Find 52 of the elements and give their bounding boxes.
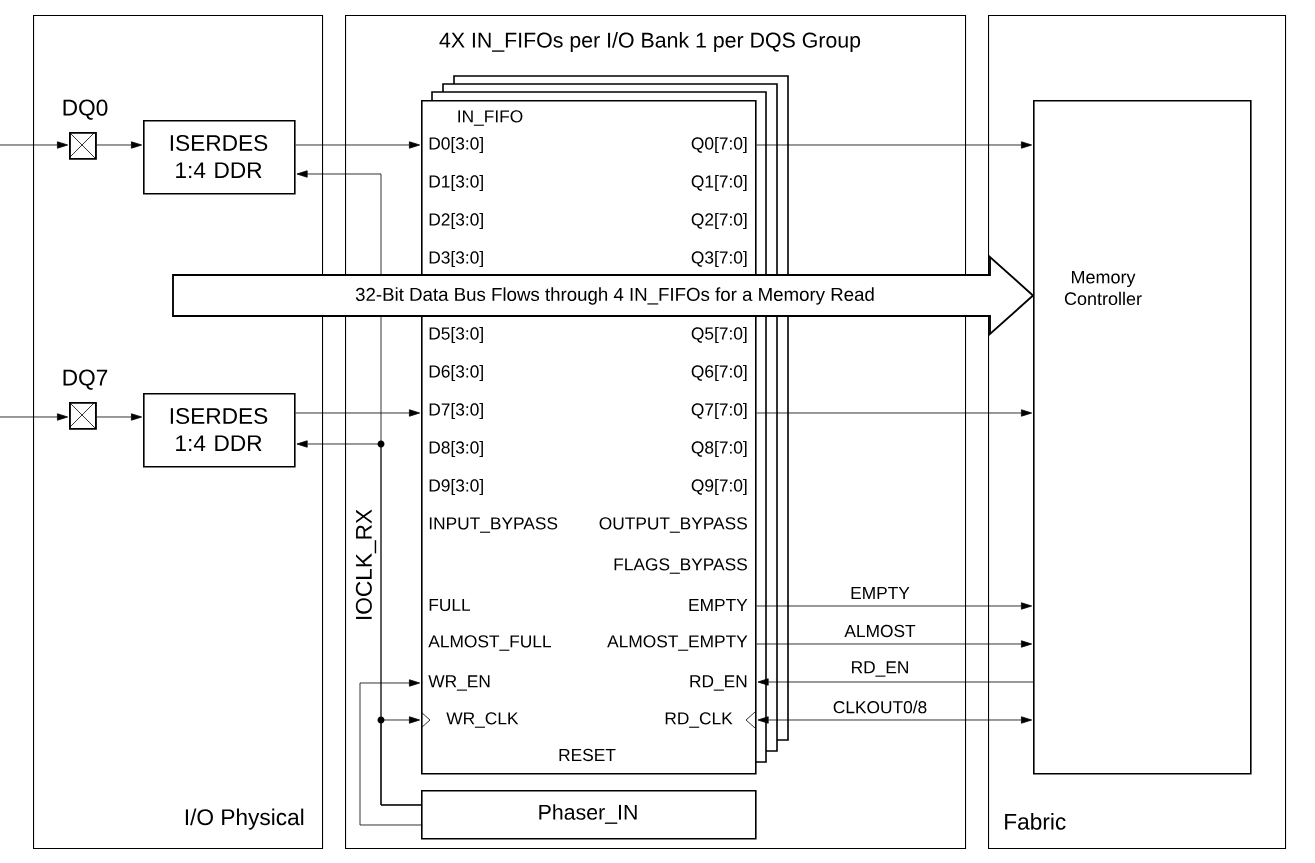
signal-label: IOCLK_RX: [355, 509, 377, 619]
pin-label: WR_EN: [428, 675, 490, 691]
pin-label: D2[3:0]: [429, 212, 483, 230]
connector: [757, 678, 1034, 686]
pin-label: Q9[7:0]: [691, 478, 747, 496]
connector: [0, 413, 69, 421]
pin-label: ALMOST_EMPTY: [607, 635, 748, 651]
connector: [359, 679, 422, 826]
pin-label: Q7[7:0]: [691, 402, 747, 420]
serdes-block: ISERDES 1:4 DDR: [143, 120, 296, 195]
connector: [756, 602, 1033, 610]
pin-label: D7[3:0]: [429, 402, 483, 420]
pin-label: D9[3:0]: [429, 478, 483, 496]
pin-label: Q2[7:0]: [691, 212, 747, 230]
phaser-block: Phaser_IN: [421, 790, 757, 840]
pin-label: OUTPUT_BYPASS: [599, 517, 747, 533]
connector: [96, 413, 143, 421]
pin-label: Q8[7:0]: [691, 440, 747, 458]
pin-label: RD_EN: [690, 675, 747, 691]
pin-label: FULL: [429, 598, 471, 612]
edge-label: 32-Bit Data Bus Flows through 4 IN_FIFOs for a Memory Read: [353, 285, 877, 307]
connector: [0, 141, 69, 149]
connector: [380, 716, 422, 806]
pin-label: IN_FIFO: [458, 110, 523, 126]
pin-label: EMPTY: [689, 599, 748, 611]
pin-label: RESET: [559, 748, 616, 762]
pin-label: Q1[7:0]: [691, 174, 747, 192]
connector: [295, 409, 421, 417]
pin-label: D0[3:0]: [429, 136, 483, 154]
pin-label: D1[3:0]: [429, 174, 483, 192]
connector: [756, 409, 1033, 417]
pin-label: ALMOST_FULL: [428, 635, 551, 651]
pin-label: Q6[7:0]: [691, 364, 747, 382]
connector: [756, 141, 1033, 149]
connector: [757, 716, 1033, 724]
pin-label: D6[3:0]: [429, 364, 483, 382]
connector: [96, 141, 143, 149]
pin-label: RD_CLK: [665, 712, 733, 728]
pin-label: WR_CLK: [446, 712, 519, 728]
pin-label: INPUT_BYPASS: [429, 517, 558, 533]
pin-label: Q0[7:0]: [691, 136, 747, 154]
pin-label: Q3[7:0]: [691, 250, 747, 268]
controller-block: Memory Controller: [1033, 100, 1252, 775]
pin-label: D5[3:0]: [429, 326, 483, 344]
connector: [756, 640, 1033, 648]
edge-label: CLKOUT0/8: [831, 699, 929, 715]
connector: [295, 141, 421, 149]
serdes-block: ISERDES 1:4 DDR: [143, 393, 296, 468]
pin-label: FLAGS_BYPASS: [614, 558, 747, 574]
pin-label: Q5[7:0]: [691, 326, 747, 344]
pin-label: D3[3:0]: [429, 250, 483, 268]
pin-label: D8[3:0]: [429, 440, 483, 458]
